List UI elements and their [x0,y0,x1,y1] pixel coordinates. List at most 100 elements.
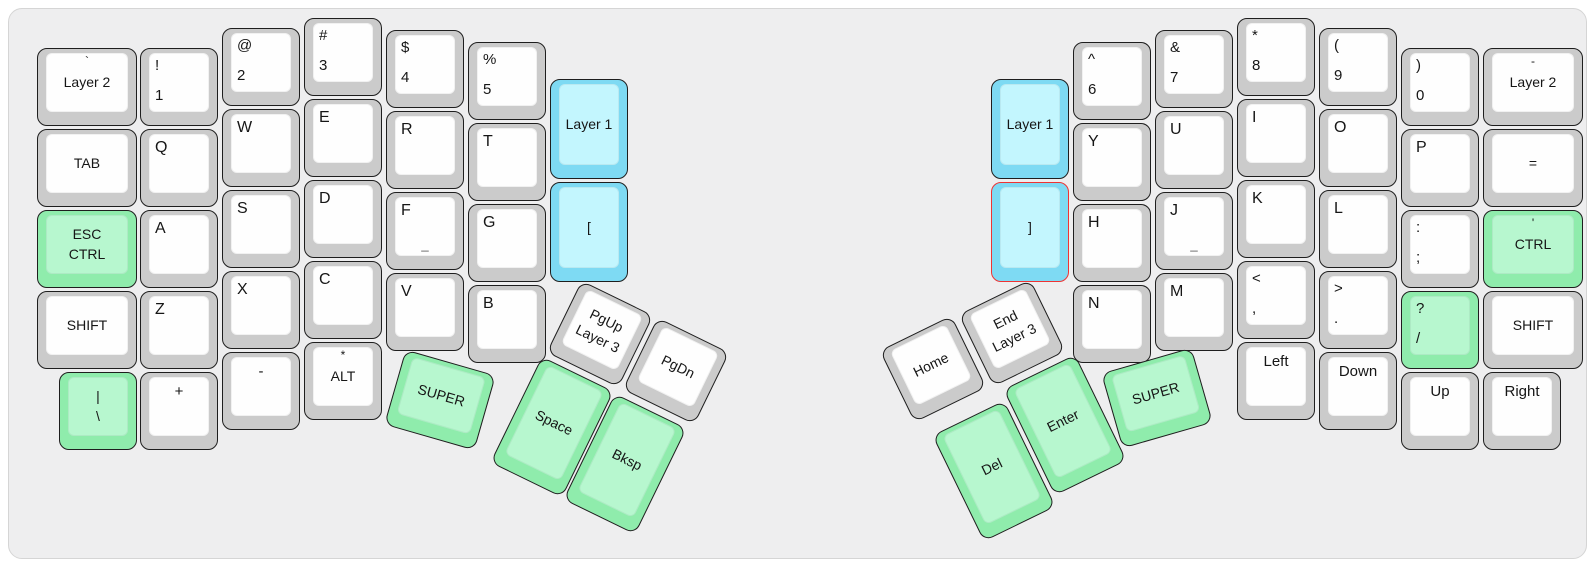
key-tab[interactable]: TAB [37,129,137,207]
key-at-2[interactable]: @2 [222,28,300,106]
key-label: K [1252,190,1263,207]
key-w[interactable]: W [222,109,300,187]
key-colon-semicolon[interactable]: :; [1401,210,1479,288]
key-equals[interactable]: = [1483,129,1583,207]
key-right[interactable]: Right [1483,372,1561,450]
key-label: Z [155,301,165,318]
key-shift-right[interactable]: SHIFT [1483,291,1583,369]
key-plus[interactable]: + [140,372,218,450]
keycap-top: -Layer 2 [1492,53,1574,112]
key-left-bracket[interactable]: [ [550,182,628,282]
key-amp-7[interactable]: &7 [1155,30,1233,108]
keycap-top: Z [149,296,209,355]
key-pipe-backslash[interactable]: |\ [59,372,137,450]
key-left[interactable]: Left [1237,342,1315,420]
key-f[interactable]: F_ [386,192,464,270]
key-right-bracket[interactable]: ] [991,182,1069,282]
key-percent-5[interactable]: %5 [468,42,546,120]
key-less-comma[interactable]: <, [1237,261,1315,339]
keycap-top: <, [1246,266,1306,325]
key-i[interactable]: I [1237,99,1315,177]
key-down[interactable]: Down [1319,352,1397,430]
key-l[interactable]: L [1319,190,1397,268]
keycap-top: SHIFT [46,296,128,355]
key-label: G [483,214,496,231]
key-d[interactable]: D [304,180,382,258]
key-t[interactable]: T [468,123,546,201]
key-n[interactable]: N [1073,285,1151,363]
key-label: # [319,27,328,44]
key-layer1-right[interactable]: Layer 1 [991,79,1069,179]
key-k[interactable]: K [1237,180,1315,258]
key-x[interactable]: X [222,271,300,349]
keycap-top: Y [1082,128,1142,187]
keycap-top: SHIFT [1492,296,1574,355]
key-rparen-0[interactable]: )0 [1401,48,1479,126]
key-caret-6[interactable]: ^6 [1073,42,1151,120]
key-greater-period[interactable]: >. [1319,271,1397,349]
keycap-top: E [313,104,373,163]
key-minus-layer2[interactable]: -Layer 2 [1483,48,1583,126]
key-label: M [1170,283,1184,300]
key-label: 4 [401,69,410,86]
keycap-top: L [1328,195,1388,254]
key-v[interactable]: V [386,273,464,351]
key-a[interactable]: A [140,210,218,288]
key-o[interactable]: O [1319,109,1397,187]
key-label: 7 [1170,69,1179,86]
key-label: R [401,121,413,138]
key-u[interactable]: U [1155,111,1233,189]
key-j[interactable]: J_ [1155,192,1233,270]
keycap-top: T [477,128,537,187]
key-h[interactable]: H [1073,204,1151,282]
key-quote-ctrl[interactable]: 'CTRL [1483,210,1583,288]
key-super-left[interactable]: SUPER [384,349,496,451]
keycap-top: |\ [68,377,128,436]
key-asterisk-8[interactable]: *8 [1237,18,1315,96]
key-y[interactable]: Y [1073,123,1151,201]
key-minus[interactable]: - [222,352,300,430]
key-m[interactable]: M [1155,273,1233,351]
key-up[interactable]: Up [1401,372,1479,450]
keycap-top: *ALT [313,347,373,406]
key-asterisk-alt[interactable]: *ALT [304,342,382,420]
key-label: & [1170,39,1181,56]
key-layer1-left[interactable]: Layer 1 [550,79,628,179]
key-question-slash[interactable]: ?/ [1401,291,1479,369]
key-label: | [96,388,100,405]
key-r[interactable]: R [386,111,464,189]
key-e[interactable]: E [304,99,382,177]
key-label: \ [96,408,100,424]
keycap-top: = [1492,134,1574,193]
keycap-top: Q [149,134,209,193]
key-g[interactable]: G [468,204,546,282]
key-label: C [319,271,331,288]
key-hash-3[interactable]: #3 [304,18,382,96]
key-dollar-4[interactable]: $4 [386,30,464,108]
key-label: Up [1430,383,1450,400]
key-q[interactable]: Q [140,129,218,207]
keycap-top: I [1246,104,1306,163]
key-exclam-1[interactable]: !1 [140,48,218,126]
key-c[interactable]: C [304,261,382,339]
key-label: A [155,220,166,237]
key-s[interactable]: S [222,190,300,268]
key-z[interactable]: Z [140,291,218,369]
key-label: * [1252,27,1258,44]
key-label: ? [1416,300,1425,317]
keycap-top: H [1082,209,1142,268]
key-b[interactable]: B [468,285,546,363]
keycap-top: )0 [1410,53,1470,112]
key-label: CTRL [1514,236,1552,253]
keycap-top: V [395,278,455,337]
keycap-top: (9 [1328,33,1388,92]
key-grave-layer2[interactable]: `Layer 2 [37,48,137,126]
keycap-top: Home [889,323,973,406]
key-lparen-9[interactable]: (9 [1319,28,1397,106]
key-p[interactable]: P [1401,129,1479,207]
key-shift-left[interactable]: SHIFT [37,291,137,369]
